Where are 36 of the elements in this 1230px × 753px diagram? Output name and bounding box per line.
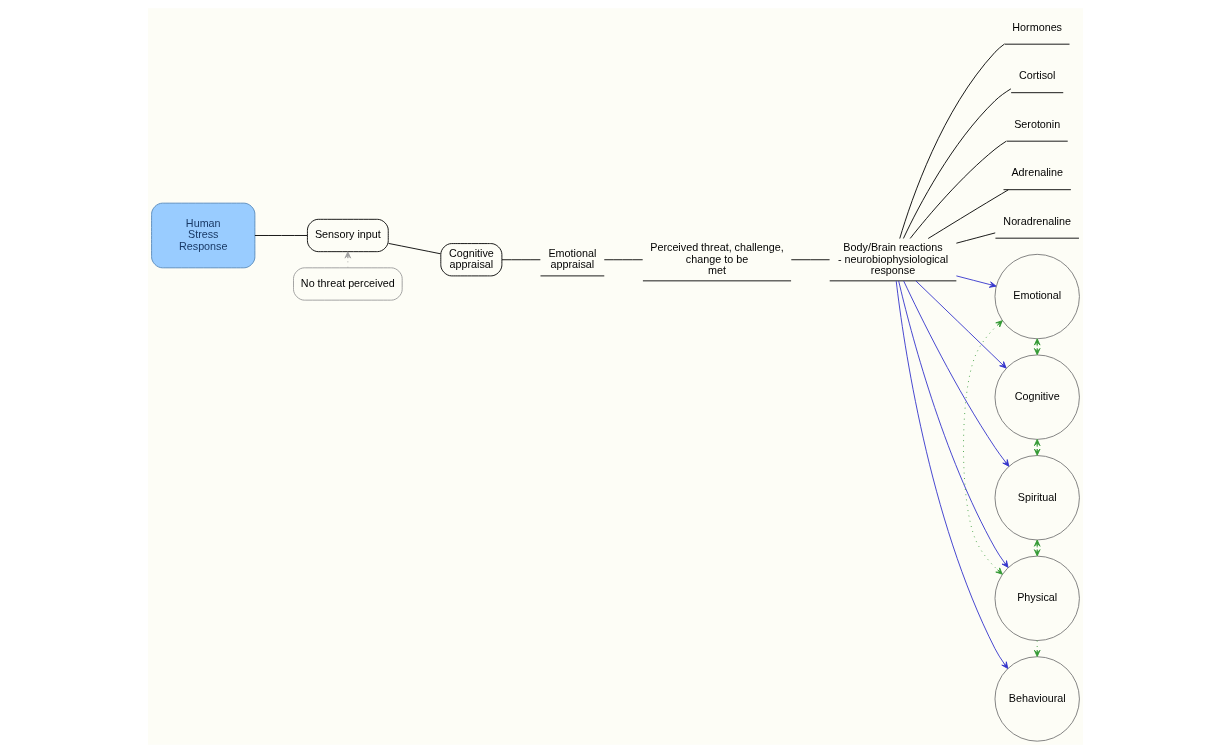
arrow xyxy=(895,280,1008,669)
node-circle: Spiritual xyxy=(994,455,1080,541)
node-text: Body/Brain reactions - neurobiophysiological response xyxy=(837,240,948,277)
node-text: Hormones xyxy=(1011,20,1062,33)
arrow xyxy=(902,280,1009,467)
node-box: No threat perceived xyxy=(292,267,403,301)
connector xyxy=(955,232,996,244)
node-text: Adrenaline xyxy=(1010,166,1063,179)
arrow xyxy=(962,320,1003,575)
node-circle: Cognitive xyxy=(994,354,1080,440)
node-text: Noradrenaline xyxy=(1002,214,1071,227)
node-box: Human Stress Response xyxy=(150,202,255,269)
arrow xyxy=(1033,438,1040,456)
arrow xyxy=(897,280,1008,568)
arrow xyxy=(344,251,351,269)
arrow xyxy=(1033,640,1040,657)
connector xyxy=(603,259,643,261)
connector xyxy=(253,235,308,236)
connector xyxy=(909,140,1007,239)
connector xyxy=(898,43,1005,239)
node-text: Cortisol xyxy=(1018,69,1055,82)
connector xyxy=(387,243,441,255)
node-box: Cognitive appraisal xyxy=(439,243,502,277)
connector xyxy=(927,189,1009,239)
arrow xyxy=(914,280,1007,369)
arrow xyxy=(1033,539,1040,557)
connector xyxy=(902,88,1011,239)
node-box: Sensory input xyxy=(306,218,389,253)
node-circle: Behavioural xyxy=(994,656,1080,742)
node-text: Perceived threat, challenge, change to be met xyxy=(649,240,784,277)
arrow xyxy=(955,275,996,288)
node-text: Serotonin xyxy=(1013,117,1060,130)
connector xyxy=(790,259,830,261)
connector xyxy=(501,259,541,261)
node-text: Emotional appraisal xyxy=(547,246,596,271)
arrow xyxy=(1033,338,1040,356)
